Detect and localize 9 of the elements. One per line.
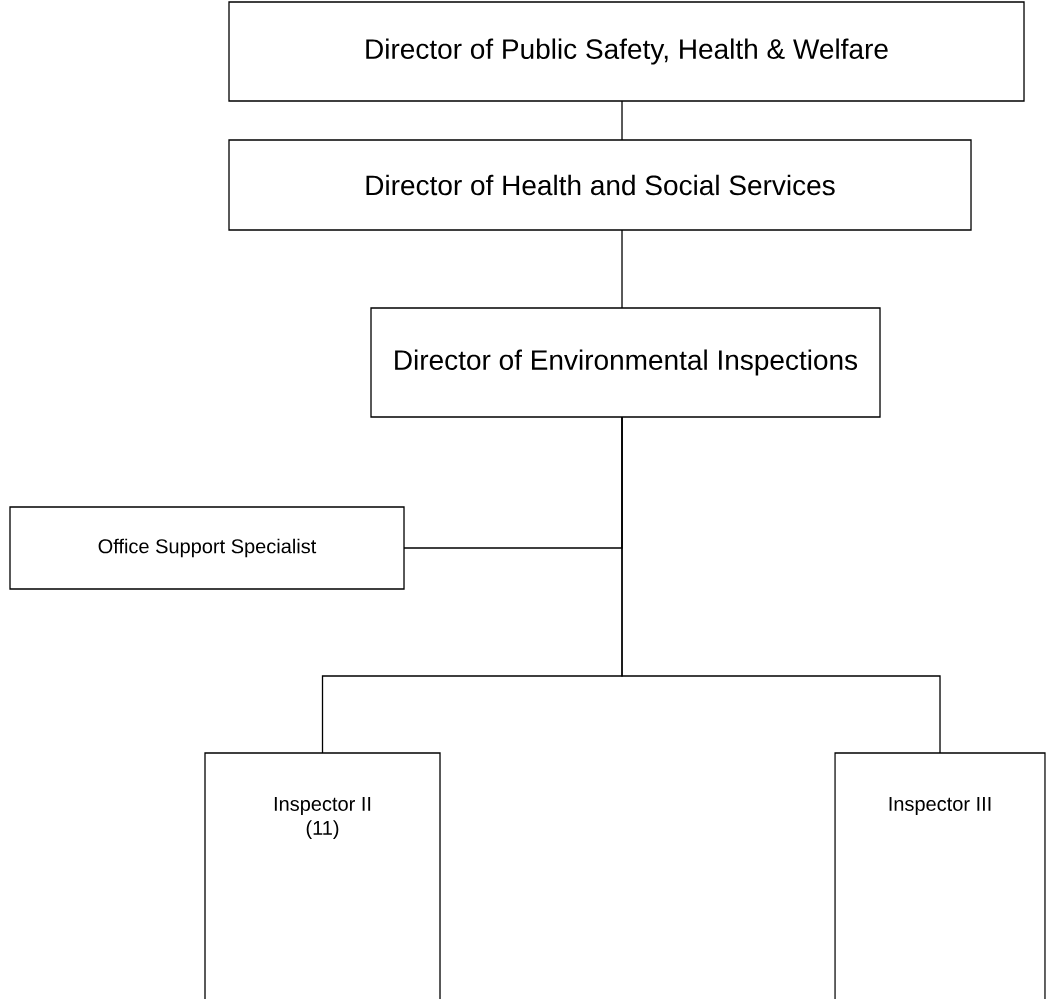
position-box: Inspector III bbox=[834, 752, 1046, 999]
position-box: Director of Health and Social Services bbox=[228, 139, 972, 231]
connector-line bbox=[621, 416, 941, 754]
connector-line bbox=[621, 100, 623, 141]
position-box: Inspector II (11) bbox=[204, 752, 441, 999]
connector-line bbox=[621, 229, 623, 309]
position-box: Director of Environmental Inspections bbox=[370, 307, 881, 418]
position-box: Director of Public Safety, Health & Welfare bbox=[228, 1, 1025, 102]
position-box: Office Support Specialist bbox=[9, 506, 405, 590]
